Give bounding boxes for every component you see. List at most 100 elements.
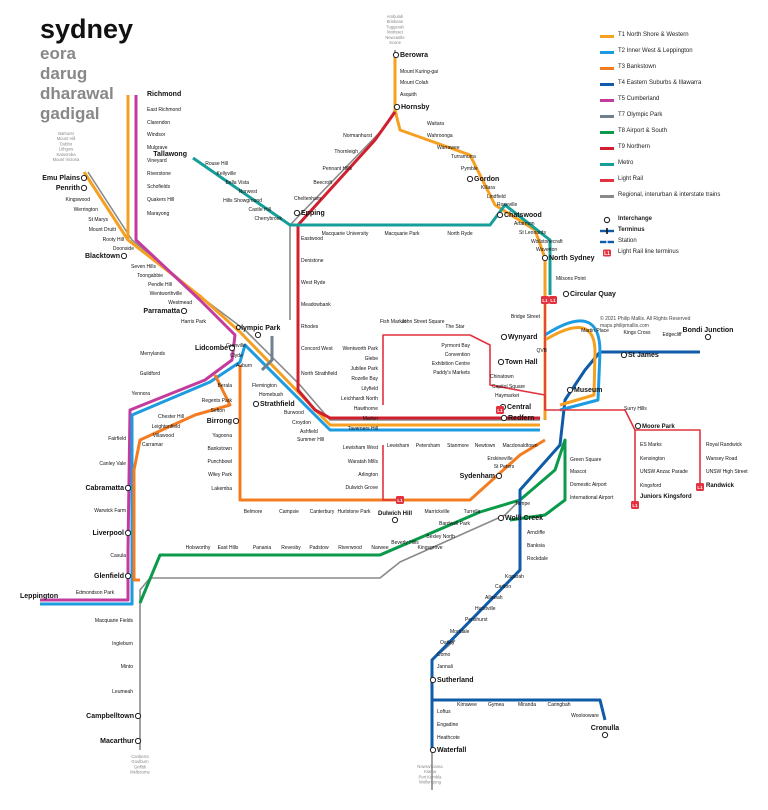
station-label: Turramurra <box>451 154 476 160</box>
station-label: Granville <box>226 343 246 349</box>
destination-label: Brisbane <box>387 19 404 24</box>
light-rail-terminus-icon: L1 <box>496 406 504 414</box>
station-label: Wahroonga <box>427 133 453 139</box>
station-label: Penrith <box>56 185 80 192</box>
light-rail-terminus-icon: L1 <box>541 296 549 304</box>
station-label: Lindfield <box>487 194 506 200</box>
station-label: Richmond <box>147 91 181 98</box>
station-label: Cronulla <box>591 725 619 732</box>
legend-label: Terminus <box>618 227 645 233</box>
station-label: Miranda <box>518 702 536 708</box>
station-label: Castle Hill <box>248 207 271 213</box>
station-label: Leppington <box>20 593 58 600</box>
copyright-url: maps.philipmallis.com <box>600 323 649 329</box>
station-label: Werrington <box>74 207 99 213</box>
station-label: Jannali <box>437 664 453 670</box>
station-label: Gymea <box>488 702 504 708</box>
station-label: Engadine <box>437 722 458 728</box>
station-label: North Strathfield <box>301 371 337 377</box>
station-label: Pendle Hill <box>148 282 172 288</box>
station-label: Town Hall <box>505 359 538 366</box>
legend-swatch <box>600 131 614 134</box>
svg-text:L1: L1 <box>632 503 638 508</box>
station-label: Pymble <box>461 166 478 172</box>
station-label: Glenfield <box>94 573 124 580</box>
terminus-icon <box>600 228 614 234</box>
station-label: Wentworthville <box>150 291 183 297</box>
legend-row-t4: T4 Eastern Suburbs & Illawarra <box>600 78 765 94</box>
station-label: Loftus <box>437 709 451 715</box>
station-label: Martin Place <box>581 328 609 334</box>
line-segment-t9 <box>296 225 540 420</box>
legend-row-t7: T7 Olympic Park <box>600 110 765 126</box>
station-label: Windsor <box>147 132 166 138</box>
legend-label: Interchange <box>618 216 653 222</box>
destination-label: Kiama <box>424 769 437 774</box>
station-label: Macdonaldtown <box>502 443 537 449</box>
station-label: Rozelle Bay <box>351 376 378 382</box>
legend-label: Regional, interurban & interstate trains <box>618 192 721 198</box>
station-label: Leumeah <box>112 689 133 695</box>
station-label: Lilyfield <box>361 386 378 392</box>
station-label: Auburn <box>236 363 252 369</box>
station-label: Toongabbie <box>137 273 163 279</box>
svg-text:L1: L1 <box>604 251 610 257</box>
rail-lines <box>40 50 701 790</box>
station-label: Rockdale <box>527 556 548 562</box>
station-label: Kogarah <box>505 574 524 580</box>
station-label: Normanhurst <box>343 133 373 139</box>
station-label: North Ryde <box>447 231 473 237</box>
svg-text:L1: L1 <box>550 298 556 303</box>
station-label: Central <box>507 404 531 411</box>
destination-label: Newcastle <box>385 35 405 40</box>
station-label: Waverton <box>536 247 557 253</box>
destination-label: Katoomba <box>56 152 76 157</box>
station-label: Kellyville <box>217 171 237 177</box>
station-label: Summer Hill <box>297 437 324 443</box>
station-label: Arlington <box>358 472 378 478</box>
interchange-marker <box>500 333 508 341</box>
legend-label: T7 Olympic Park <box>618 112 663 118</box>
destination-label: Ambulah <box>387 14 404 19</box>
line-segment-t9 <box>296 111 397 227</box>
station-label: Canley Vale <box>99 461 126 467</box>
station-label: Beecroft <box>313 180 332 186</box>
station-label: Bondi Junction <box>683 327 734 334</box>
legend-swatch <box>600 35 614 38</box>
station-label: Edgecliff <box>662 332 682 338</box>
legend-label: T3 Bankstown <box>618 64 657 70</box>
station-label: Yennora <box>132 391 151 397</box>
station-label: Wansey Road <box>706 456 737 462</box>
station-label: Hurstville <box>475 606 496 612</box>
station-label: Liverpool <box>92 530 124 537</box>
legend-row-t9: T9 Northern <box>600 142 765 158</box>
station-label: Mortdale <box>450 629 470 635</box>
station-label: Warwick Farm <box>94 508 126 514</box>
destination-label: Goulburn <box>131 759 149 764</box>
interchange-marker <box>562 290 570 298</box>
station-label: Waitara <box>427 121 444 127</box>
legend-label: T5 Cumberland <box>618 96 660 102</box>
station-label: Schofields <box>147 184 171 190</box>
station-label: Mount Kuring-gai <box>400 69 438 75</box>
line-segment-lr <box>544 300 636 505</box>
station-label: Clarendon <box>147 120 170 126</box>
subtitle-eora: eora <box>40 44 76 63</box>
station-label: Lewisham West <box>343 445 379 451</box>
station-label: Chinatown <box>490 374 514 380</box>
station-label: Clyde <box>230 353 243 359</box>
station-label: Hills Showground <box>223 198 262 204</box>
destination-label: Mount Hill <box>57 136 76 141</box>
legend-label: T4 Eastern Suburbs & Illawarra <box>618 80 702 86</box>
station-label: Sutherland <box>437 677 474 684</box>
legend-swatch <box>600 115 614 118</box>
station-label: Capitol Square <box>492 384 525 390</box>
station-label: Lakemba <box>211 486 232 492</box>
station-label: Westmead <box>168 300 192 306</box>
station-label: Campsie <box>279 509 299 515</box>
station-label: Pennant Hills <box>323 166 353 172</box>
interchange-marker <box>500 414 508 422</box>
destination-label: Mount Victoria <box>53 157 80 162</box>
station-label: East Hills <box>218 545 239 551</box>
